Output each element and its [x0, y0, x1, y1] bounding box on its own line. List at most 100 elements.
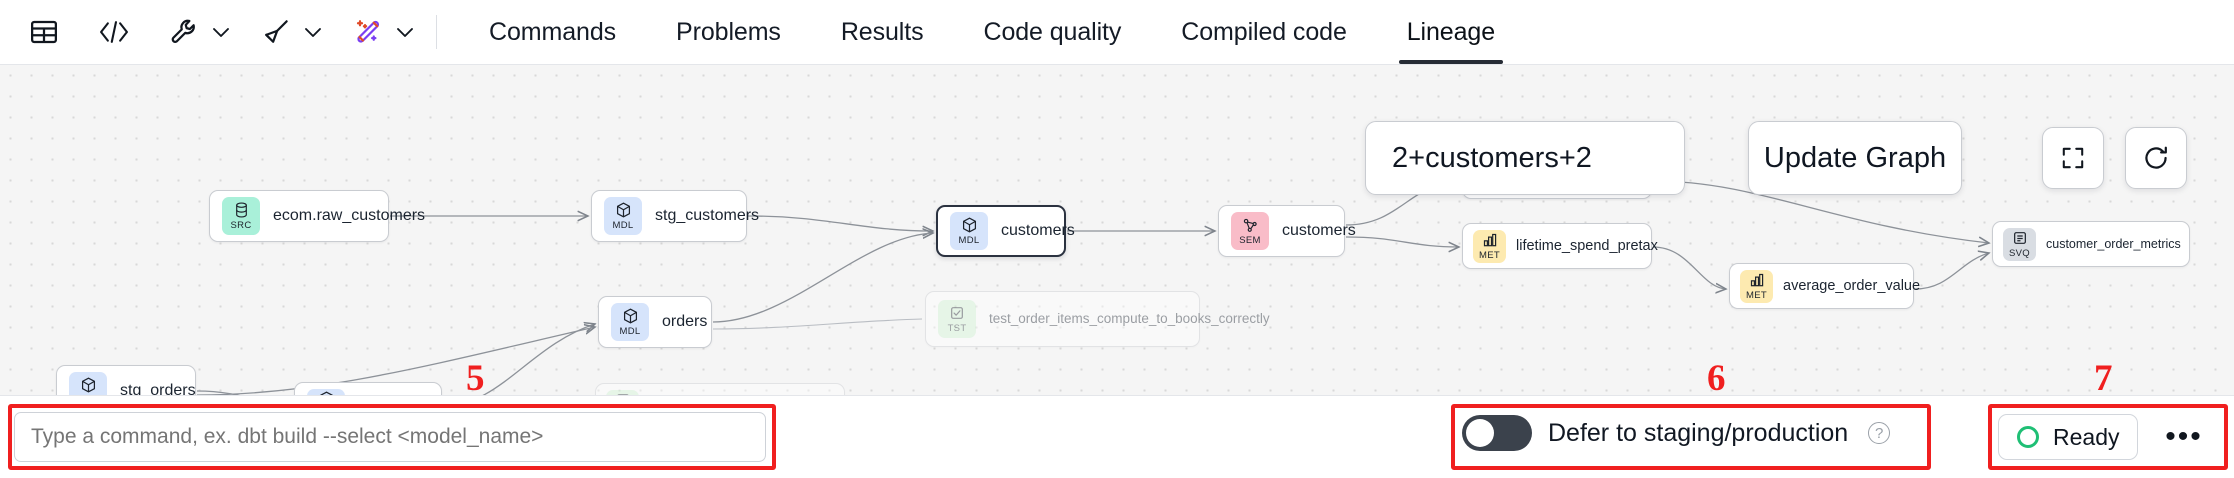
database-icon [234, 202, 249, 219]
node-label: stg_orders [120, 382, 196, 395]
lineage-node-test-order-items[interactable]: TST test_order_items_compute_to_books_co… [925, 291, 1270, 347]
update-graph-label: Update Graph [1763, 141, 1947, 174]
badge-type-label: MDL [612, 219, 634, 231]
node-label: lifetime_spend_pretax [1516, 238, 1658, 254]
badge-type-label: SEM [1239, 234, 1261, 246]
tst-badge: TST [938, 300, 976, 338]
node-label: average_order_value [1783, 278, 1921, 294]
badge-type-label: MDL [619, 325, 641, 337]
mdl-badge: MDL [950, 212, 988, 250]
bar-chart-icon [1750, 272, 1764, 289]
defer-control: Defer to staging/production ? [1462, 415, 1891, 451]
lineage-node-ecom-raw-customers[interactable]: SRC ecom.raw_customers [209, 190, 425, 242]
cube-icon [616, 202, 631, 219]
tab-compiled-code[interactable]: Compiled code [1151, 0, 1376, 64]
badge-type-label: TST [947, 322, 967, 334]
toggle-knob [1466, 419, 1494, 447]
lineage-node-order-items[interactable]: order_items [294, 382, 442, 395]
node-label: orders [662, 313, 708, 330]
sem-badge: SEM [1231, 212, 1269, 250]
node-label: customer_order_metrics [2046, 237, 2181, 251]
lineage-node-customer-order-metrics[interactable]: SVQ customer_order_metrics [1992, 221, 2190, 267]
annotation-number-7: 7 [2094, 358, 2113, 399]
badge-type-label: SVQ [2009, 247, 2030, 259]
node-label: stg_customers [655, 207, 760, 224]
mdl-badge: MDL [604, 197, 642, 235]
node-label: ecom.raw_customers [273, 207, 426, 224]
mdl-badge: MDL [69, 372, 107, 395]
chevron-down-icon[interactable] [298, 10, 328, 54]
node-label: customers [1001, 222, 1075, 239]
badge-type-label: MDL [78, 395, 99, 396]
tab-problems[interactable]: Problems [646, 0, 811, 64]
more-options-icon[interactable]: ••• [2156, 414, 2212, 460]
mdl-badge: MDL [611, 303, 649, 341]
lineage-node-customers-model[interactable]: MDL customers [936, 205, 1075, 257]
chevron-down-icon[interactable] [206, 10, 236, 54]
command-input[interactable] [14, 412, 766, 462]
lineage-canvas[interactable]: SRC ecom.raw_customers MDL stg_customers… [0, 65, 2234, 395]
node-label: customers [1282, 222, 1356, 239]
tab-label: Problems [676, 17, 781, 46]
annotation-number-6: 6 [1707, 358, 1726, 399]
lineage-node-test-supply-costs[interactable]: TST test_supply_costs_sum_correctly [595, 383, 845, 395]
more-glyph: ••• [2165, 420, 2203, 453]
cube-icon [962, 217, 977, 234]
lineage-node-stg-orders[interactable]: MDL stg_orders [56, 365, 196, 395]
check-test-icon [950, 305, 964, 322]
tab-results[interactable]: Results [811, 0, 954, 64]
status-dot-icon [2017, 426, 2039, 448]
bar-chart-icon [1483, 232, 1497, 249]
defer-label: Defer to staging/production [1548, 418, 1849, 447]
annotation-number-5: 5 [466, 358, 485, 399]
lineage-node-average-order-value[interactable]: MET average_order_value [1729, 263, 1920, 309]
check-test-icon [616, 392, 630, 395]
badge-type-label: MDL [958, 234, 980, 246]
lineage-node-stg-customers[interactable]: MDL stg_customers [591, 190, 759, 242]
expand-icon[interactable] [2042, 127, 2104, 189]
tab-label: Results [840, 17, 924, 46]
cube-icon [81, 377, 96, 394]
status-label: Ready [2053, 423, 2120, 450]
src-badge: SRC [222, 197, 260, 235]
table-view-icon[interactable] [22, 10, 66, 54]
toolbar-icon-group [0, 0, 459, 64]
graph-selector-value: 2+customers+2 [1392, 141, 1592, 174]
tab-code-quality[interactable]: Code quality [954, 0, 1152, 64]
lineage-node-lifetime-spend-pretax[interactable]: MET lifetime_spend_pretax [1462, 223, 1658, 269]
magic-wand-icon[interactable] [346, 10, 390, 54]
tab-lineage[interactable]: Lineage [1377, 0, 1525, 64]
magic-wand-menu[interactable] [346, 10, 420, 54]
toolbar-divider [436, 15, 437, 49]
tab-label: Commands [489, 17, 617, 46]
badge-type-label: MET [1746, 289, 1767, 301]
lineage-node-orders[interactable]: MDL orders [598, 296, 712, 348]
graph-selector-input[interactable]: 2+customers+2 [1365, 121, 1685, 195]
lineage-node-customers-semantic[interactable]: SEM customers [1218, 205, 1356, 257]
code-view-icon[interactable] [92, 10, 136, 54]
tab-label: Code quality [983, 17, 1122, 46]
tst-badge: TST [606, 389, 639, 395]
help-icon[interactable]: ? [1868, 422, 1891, 444]
met-badge: MET [1740, 269, 1773, 303]
defer-toggle[interactable] [1462, 415, 1532, 451]
cube-icon [623, 308, 638, 325]
met-badge: MET [1473, 229, 1506, 263]
update-graph-button[interactable]: Update Graph [1748, 121, 1962, 195]
tab-label: Compiled code [1181, 17, 1347, 46]
saved-query-icon [2013, 230, 2027, 247]
badge-type-label: SRC [230, 219, 252, 231]
badge-type-label: MET [1479, 249, 1500, 261]
tab-commands[interactable]: Commands [459, 0, 646, 64]
wrench-icon[interactable] [162, 10, 206, 54]
panel-tabs: Commands Problems Results Code quality C… [459, 0, 1525, 64]
wrench-menu[interactable] [162, 10, 236, 54]
chevron-down-icon[interactable] [390, 10, 420, 54]
status-badge[interactable]: Ready [1998, 414, 2139, 460]
tab-label: Lineage [1406, 17, 1496, 46]
broom-icon[interactable] [254, 10, 298, 54]
refresh-icon[interactable] [2125, 127, 2187, 189]
node-label: test_order_items_compute_to_books_correc… [989, 311, 1270, 327]
broom-menu[interactable] [254, 10, 328, 54]
